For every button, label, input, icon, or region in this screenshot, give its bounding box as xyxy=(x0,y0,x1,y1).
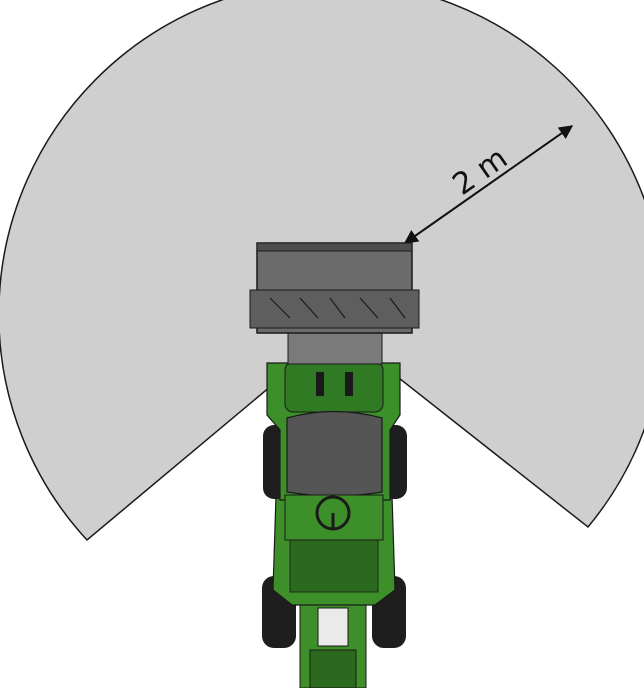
loader-machine xyxy=(249,242,420,688)
bucket-rim xyxy=(256,242,413,252)
dimension-arrow xyxy=(403,125,574,244)
lift-linkage xyxy=(287,329,383,365)
hood xyxy=(286,410,383,497)
